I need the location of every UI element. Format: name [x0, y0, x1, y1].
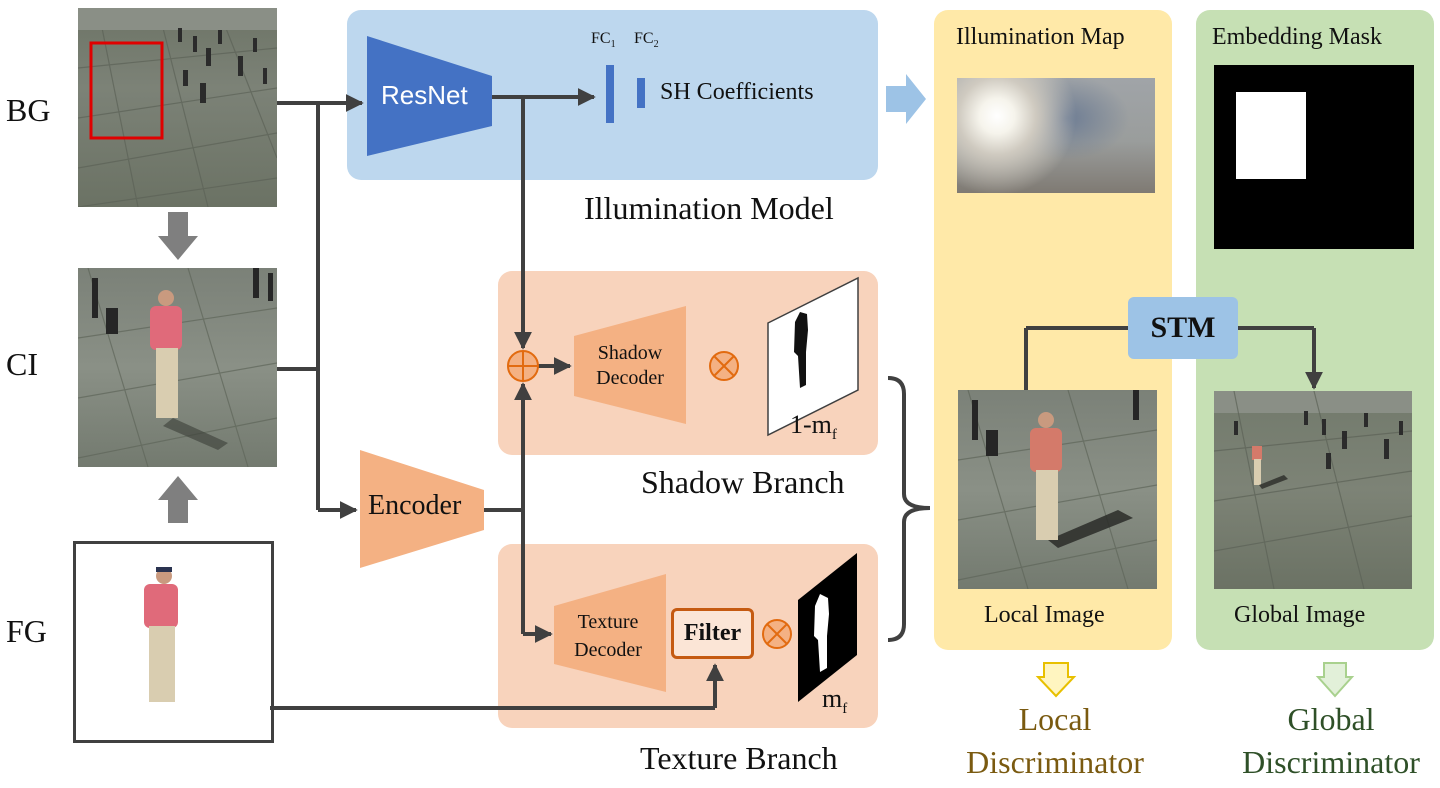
global-image	[1214, 391, 1412, 589]
fc1-label: FC1	[591, 30, 616, 51]
illumination-map-image	[957, 78, 1155, 193]
ci-label: CI	[6, 346, 38, 382]
embedding-mask-region	[1236, 92, 1306, 179]
filter-box: Filter	[671, 608, 754, 659]
embedding-mask-title: Embedding Mask	[1212, 24, 1382, 50]
illumination-map-title: Illumination Map	[956, 24, 1125, 50]
local-image-label: Local Image	[984, 602, 1105, 628]
illumination-model-title: Illumination Model	[584, 190, 834, 226]
encoder-label: Encoder	[368, 490, 462, 521]
resnet-label: ResNet	[381, 80, 468, 110]
shadow-decoder-label: Shadow Decoder	[596, 342, 664, 389]
inverse-mask-label: 1-mf	[790, 410, 837, 444]
bg-label: BG	[6, 92, 51, 128]
local-discriminator-label: Local Discriminator	[966, 701, 1144, 780]
texture-decoder-label: Texture Decoder	[574, 611, 642, 661]
embedding-mask-image	[1214, 65, 1414, 249]
filter-label: Filter	[683, 620, 742, 646]
fg-image	[73, 541, 274, 743]
mask-label: mf	[822, 684, 848, 718]
stm-box: STM	[1128, 297, 1238, 359]
fc2-label: FC2	[634, 30, 659, 51]
sh-coefficients-label: SH Coefficients	[660, 79, 814, 105]
global-image-label: Global Image	[1234, 602, 1366, 628]
texture-branch-title: Texture Branch	[640, 740, 838, 776]
ci-image	[78, 268, 277, 467]
stm-label: STM	[1150, 311, 1216, 344]
shadow-branch-title: Shadow Branch	[641, 464, 845, 500]
fg-label: FG	[6, 613, 47, 649]
local-image	[958, 390, 1157, 589]
bg-image	[78, 8, 277, 207]
global-discriminator-label: Global Discriminator	[1242, 701, 1420, 780]
